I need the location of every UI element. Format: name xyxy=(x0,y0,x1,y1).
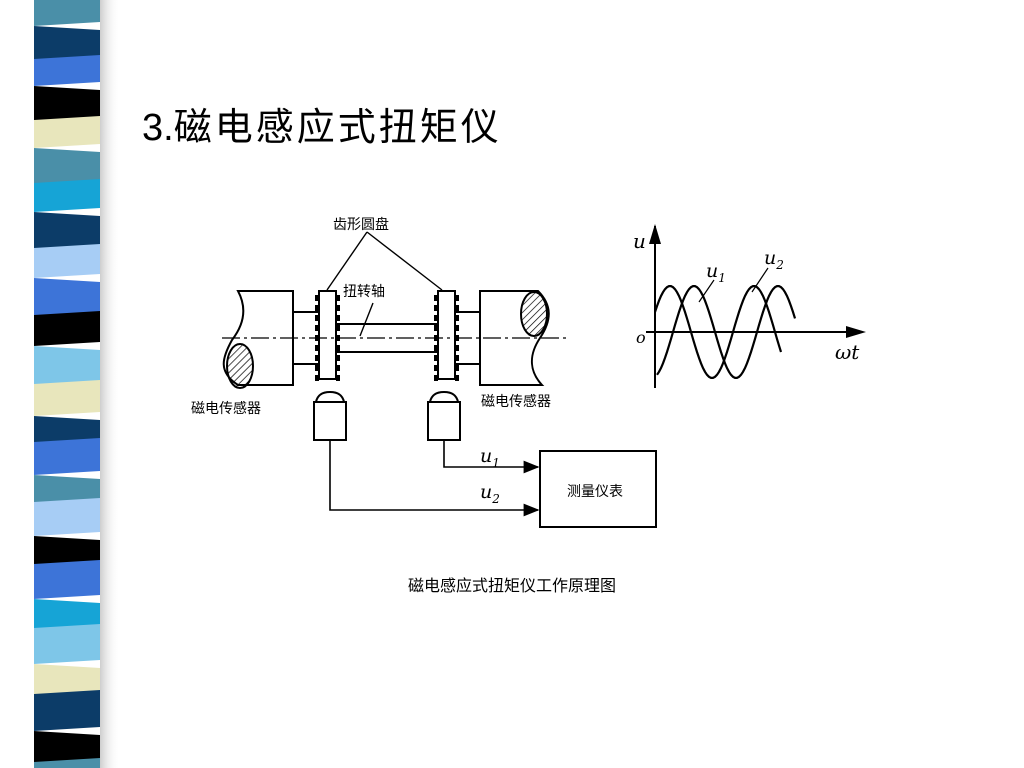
waveform-u2 xyxy=(656,285,797,379)
sensor-left xyxy=(313,390,347,441)
stripe-band xyxy=(34,116,100,148)
stripe-band xyxy=(34,380,100,416)
gear-tooth xyxy=(434,305,438,311)
stripe-band xyxy=(34,346,100,388)
stripe-band xyxy=(34,179,100,212)
gear-tooth xyxy=(434,325,438,331)
stripe-band xyxy=(34,560,100,599)
label-sensor-left: 磁电传感器 xyxy=(191,400,261,417)
stripe-band xyxy=(34,758,100,768)
stripe-band xyxy=(34,599,100,632)
stripe-band xyxy=(34,536,100,568)
label-gear-disc: 齿形圆盘 xyxy=(333,216,389,233)
gear-tooth xyxy=(455,345,459,351)
gear-tooth xyxy=(315,355,319,361)
gear-tooth xyxy=(315,375,319,381)
measuring-instrument-box xyxy=(539,450,657,528)
title-text: 磁电感应式扭矩仪 xyxy=(173,105,502,149)
stripe-band xyxy=(34,311,100,346)
gear-tooth xyxy=(434,365,438,371)
gear-tooth xyxy=(336,345,340,351)
gear-disc-right xyxy=(437,290,456,380)
stripe-band xyxy=(34,664,100,698)
gear-tooth xyxy=(315,295,319,301)
stripe-band xyxy=(34,690,100,731)
gear-tooth xyxy=(455,375,459,381)
gear-tooth xyxy=(315,325,319,331)
gear-tooth xyxy=(455,295,459,301)
curve-u2-label: u2 xyxy=(764,247,784,272)
gear-tooth xyxy=(434,355,438,361)
gear-tooth xyxy=(434,315,438,321)
waveform-plot xyxy=(646,224,866,388)
gear-tooth xyxy=(336,315,340,321)
gear-tooth xyxy=(336,295,340,301)
decorative-stripe xyxy=(0,0,120,768)
stripe-band xyxy=(34,475,100,506)
gear-tooth xyxy=(434,295,438,301)
gear-tooth xyxy=(315,345,319,351)
gear-tooth xyxy=(434,345,438,351)
gear-tooth xyxy=(336,305,340,311)
label-sensor-right: 磁电传感器 xyxy=(481,393,551,410)
gear-disc-left xyxy=(318,290,337,380)
gear-tooth xyxy=(455,315,459,321)
curve-u1-label: u1 xyxy=(706,260,726,285)
stripe-band xyxy=(34,148,100,187)
stripe-band xyxy=(34,416,100,446)
slide-title: 3.磁电感应式扭矩仪 xyxy=(142,96,502,151)
signal-u1-label: u1 xyxy=(480,445,500,470)
stripe-band xyxy=(34,278,100,319)
label-measuring-instrument: 测量仪表 xyxy=(567,484,623,500)
gear-tooth xyxy=(315,315,319,321)
stripe-band xyxy=(34,86,100,124)
stripe-band xyxy=(34,0,100,26)
stripe-band xyxy=(34,498,100,536)
stripe-band xyxy=(34,624,100,664)
stripe-band xyxy=(34,55,100,86)
stripe-band xyxy=(34,212,100,252)
x-axis-label: ωt xyxy=(835,340,860,364)
stripe-band xyxy=(34,438,100,475)
gear-tooth xyxy=(336,325,340,331)
stripe-band xyxy=(34,244,100,278)
figure-caption: 磁电感应式扭矩仪工作原理图 xyxy=(408,576,617,595)
gear-tooth xyxy=(315,365,319,371)
gear-tooth xyxy=(336,375,340,381)
gear-tooth xyxy=(455,305,459,311)
gear-tooth xyxy=(455,355,459,361)
gear-tooth xyxy=(315,305,319,311)
gear-tooth xyxy=(434,375,438,381)
sensor-right xyxy=(427,390,461,441)
gear-tooth xyxy=(455,365,459,371)
y-axis-label: u xyxy=(633,229,646,253)
waveform-u1 xyxy=(653,285,783,379)
stripe-band xyxy=(34,26,100,63)
title-number: 3. xyxy=(142,107,174,149)
stripe-band xyxy=(34,731,100,766)
gear-tooth xyxy=(336,355,340,361)
gear-tooth xyxy=(455,325,459,331)
label-torsion-shaft: 扭转轴 xyxy=(343,284,385,300)
signal-u2-label: u2 xyxy=(480,481,500,506)
gear-tooth xyxy=(336,365,340,371)
origin-label: o xyxy=(636,328,646,347)
